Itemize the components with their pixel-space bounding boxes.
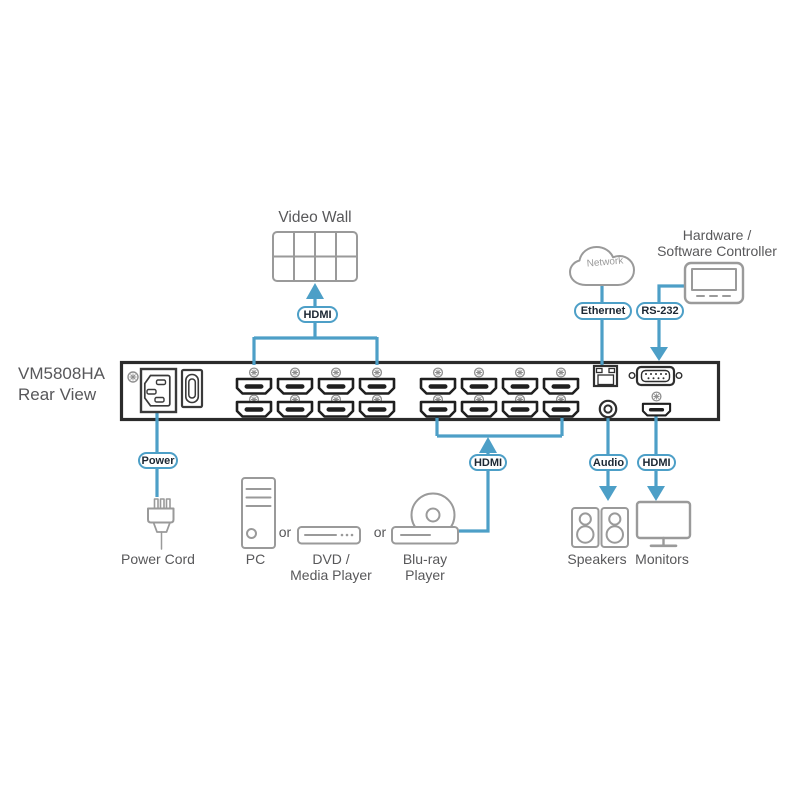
audio-jack-icon: [598, 399, 618, 419]
device-model: VM5808HA: [18, 364, 105, 383]
device-title: VM5808HA Rear View: [18, 363, 128, 405]
monitors-label: Monitors: [635, 551, 689, 567]
hdmi-badge-out: HDMI: [637, 454, 676, 471]
db9-port-icon: [628, 365, 683, 387]
panel-screw-icon: [127, 371, 139, 383]
arrow-down-hdmi-out-icon: [647, 486, 665, 501]
rj45-port-icon: [592, 364, 619, 388]
bluray-label: Blu-ray Player: [402, 551, 448, 583]
hdmi-badge-source: HDMI: [469, 454, 507, 471]
bluray-player-icon: [391, 492, 459, 545]
power-cord-icon: [147, 498, 175, 550]
power-switch-icon: [180, 368, 204, 409]
power-inlet-icon: [139, 367, 178, 414]
or-label-2: or: [373, 524, 387, 540]
network-cloud-icon: [569, 246, 635, 286]
speakers-icon: [571, 507, 629, 548]
arrowheads: [306, 283, 668, 501]
hdmi-badge-videowall: HDMI: [297, 306, 338, 323]
dvd-player-icon: [297, 526, 361, 545]
video-wall-label: Video Wall: [278, 209, 352, 226]
device-view: Rear View: [18, 385, 97, 404]
pc-label: PC: [245, 551, 266, 567]
source-hdmi-line: [435, 416, 564, 533]
controller-label: Hardware / Software Controller: [657, 227, 777, 259]
or-label-1: or: [278, 524, 292, 540]
video-wall-icon: [272, 231, 358, 282]
rs232-line: [657, 284, 686, 349]
arrow-down-rs232-icon: [650, 347, 668, 361]
dvd-label: DVD / Media Player: [290, 551, 372, 583]
pc-icon: [241, 477, 276, 549]
arrow-up-source-icon: [479, 437, 497, 453]
power-badge: Power: [138, 452, 178, 469]
controller-icon: [683, 261, 745, 305]
audio-badge: Audio: [589, 454, 628, 471]
ethernet-badge: Ethernet: [574, 302, 632, 320]
power-cord-label: Power Cord: [121, 551, 195, 567]
arrow-down-audio-icon: [599, 486, 617, 501]
speakers-label: Speakers: [567, 551, 627, 567]
monitor-icon: [635, 500, 692, 548]
arrow-up-videowall-icon: [306, 283, 324, 299]
rs232-badge: RS-232: [636, 302, 684, 320]
